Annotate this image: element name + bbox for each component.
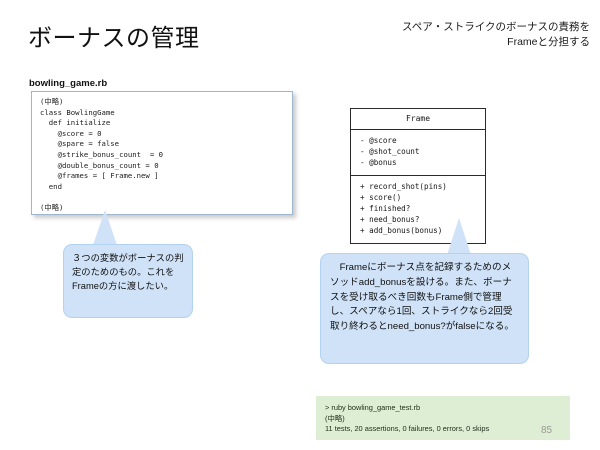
uml-attribute-row: - @score [360,136,397,145]
uml-attribute-row: - @bonus [360,158,397,168]
terminal-line-command: > ruby bowling_game_test.rb [325,403,421,412]
uml-method-row: + score() [360,192,402,202]
callout-tail-left [92,210,118,248]
callout-right-text: Frameにボーナス点を記録するためのメソッドadd_bonusを設ける。また、… [330,262,514,333]
uml-method-row: + finished? [360,204,411,214]
callout-left-text: ３つの変数がボーナスの判定のためのもの。これをFrameの方に渡したい。 [72,253,184,292]
uml-method-row: + add_bonus(bonus) [360,226,443,236]
code-filename-label: bowling_game.rb [29,78,108,89]
callout-tail-right [446,218,472,258]
callout-right: Frameにボーナス点を記録するためのメソッドadd_bonusを設ける。また、… [320,253,529,364]
uml-class-box: Frame - @score - @shot_count - @bonus + … [350,108,486,244]
uml-method-row: + record_shot(pins) [360,181,447,191]
uml-methods: + record_shot(pins) + score() + finished… [351,176,485,243]
uml-method-row: + need_bonus? [360,215,420,225]
code-panel: (中略) class BowlingGame def initialize @s… [31,91,293,215]
terminal-line-omitted: (中略) [325,413,345,423]
uml-class-name: Frame [351,109,485,130]
code-text: (中略) class BowlingGame def initialize @s… [40,97,164,212]
page-title: ボーナスの管理 [28,25,200,52]
terminal-line-summary: 11 tests, 20 assertions, 0 failures, 0 e… [325,424,490,434]
page-number: 85 [541,425,553,436]
header-note: スペア・ストライクのボーナスの責務を Frameと分担する [401,21,590,49]
uml-attributes: - @score - @shot_count - @bonus [351,130,485,176]
callout-left: ３つの変数がボーナスの判定のためのもの。これをFrameの方に渡したい。 [63,244,193,318]
terminal-output: > ruby bowling_game_test.rb (中略) 11 test… [316,396,570,440]
uml-attribute-row: - @shot_count [360,147,420,157]
